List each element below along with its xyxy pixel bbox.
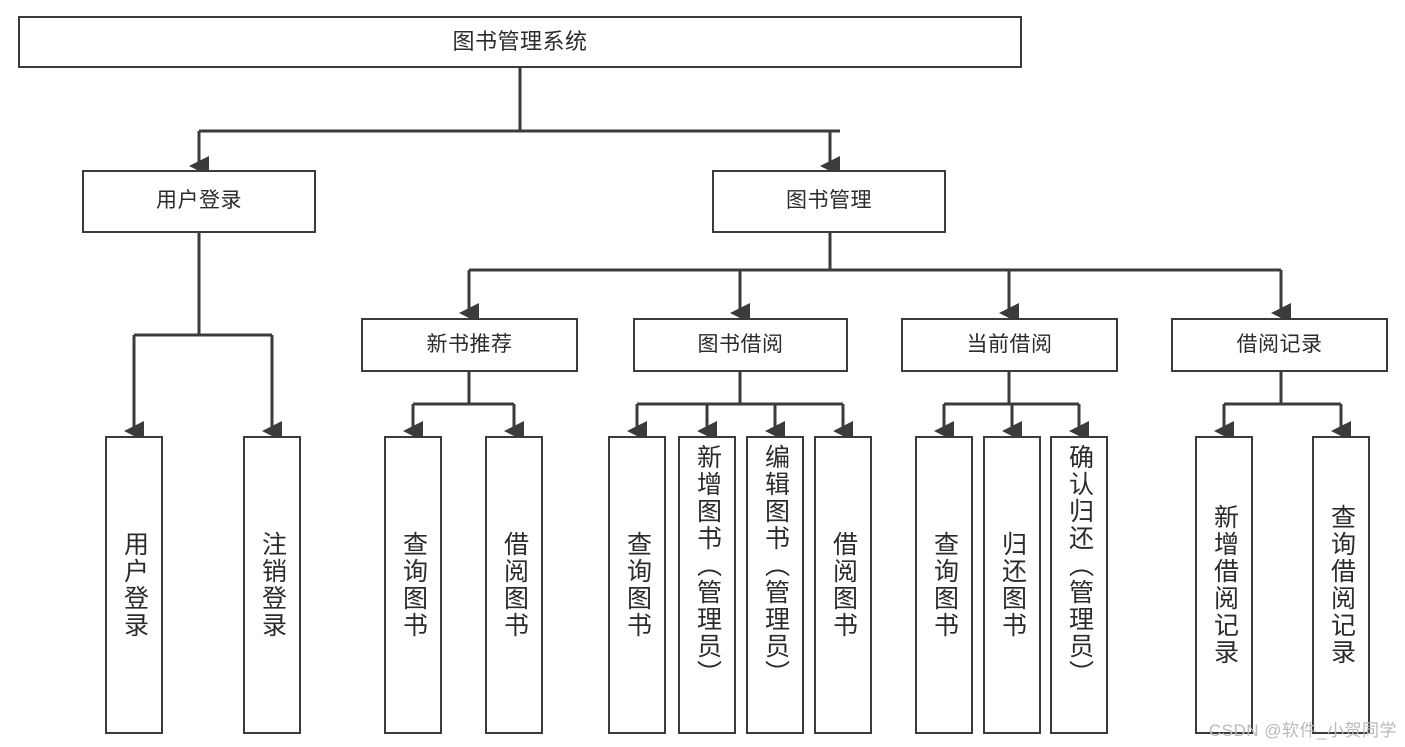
- node-label: 借阅记录: [1236, 332, 1323, 356]
- leaf-record-query-record[interactable]: 查询借阅记录: [1312, 436, 1370, 734]
- leaf-borrow-query-book[interactable]: 查询图书: [608, 436, 666, 734]
- node-new-book-recommend[interactable]: 新书推荐: [361, 318, 578, 372]
- leaf-borrow-add-book-admin[interactable]: 新增图书（管理员）: [678, 436, 736, 734]
- node-label: 用户登录: [120, 531, 149, 639]
- node-label: 用户登录: [156, 189, 242, 213]
- node-label: 确认归还（管理员）: [1065, 444, 1094, 687]
- node-label: 当前借阅: [966, 332, 1053, 356]
- node-label: 新增借阅记录: [1210, 504, 1239, 666]
- node-label: 图书借阅: [697, 332, 784, 356]
- node-label: 查询图书: [399, 531, 428, 639]
- node-label: 查询图书: [623, 531, 652, 639]
- node-label: 编辑图书（管理员）: [761, 444, 790, 687]
- node-label: 归还图书: [998, 531, 1027, 639]
- node-book-borrow[interactable]: 图书借阅: [633, 318, 848, 372]
- node-borrow-record[interactable]: 借阅记录: [1171, 318, 1388, 372]
- leaf-user-login-login[interactable]: 用户登录: [105, 436, 163, 734]
- node-current-borrow[interactable]: 当前借阅: [901, 318, 1118, 372]
- node-label: 图书管理: [786, 189, 872, 213]
- node-label: 借阅图书: [829, 531, 858, 639]
- leaf-current-return-book[interactable]: 归还图书: [983, 436, 1041, 734]
- leaf-borrow-borrow-book[interactable]: 借阅图书: [814, 436, 872, 734]
- node-label: 查询图书: [930, 531, 959, 639]
- leaf-recommend-borrow-book[interactable]: 借阅图书: [485, 436, 543, 734]
- node-label: 查询借阅记录: [1327, 504, 1356, 666]
- node-label: 图书管理系统: [452, 29, 588, 55]
- leaf-recommend-query-book[interactable]: 查询图书: [384, 436, 442, 734]
- node-book-management[interactable]: 图书管理: [712, 170, 946, 233]
- leaf-user-login-logout[interactable]: 注销登录: [243, 436, 301, 734]
- node-label: 注销登录: [258, 531, 287, 639]
- node-label: 借阅图书: [500, 531, 529, 639]
- node-label: 新增图书（管理员）: [693, 444, 722, 687]
- leaf-record-add-record[interactable]: 新增借阅记录: [1195, 436, 1253, 734]
- watermark-text: CSDN @软件_小贺同学: [1208, 721, 1397, 740]
- node-label: 新书推荐: [426, 332, 513, 356]
- leaf-current-query-book[interactable]: 查询图书: [915, 436, 973, 734]
- node-user-login[interactable]: 用户登录: [82, 170, 316, 233]
- leaf-borrow-edit-book-admin[interactable]: 编辑图书（管理员）: [746, 436, 804, 734]
- node-root-system[interactable]: 图书管理系统: [18, 16, 1022, 68]
- leaf-current-confirm-return-admin[interactable]: 确认归还（管理员）: [1050, 436, 1108, 734]
